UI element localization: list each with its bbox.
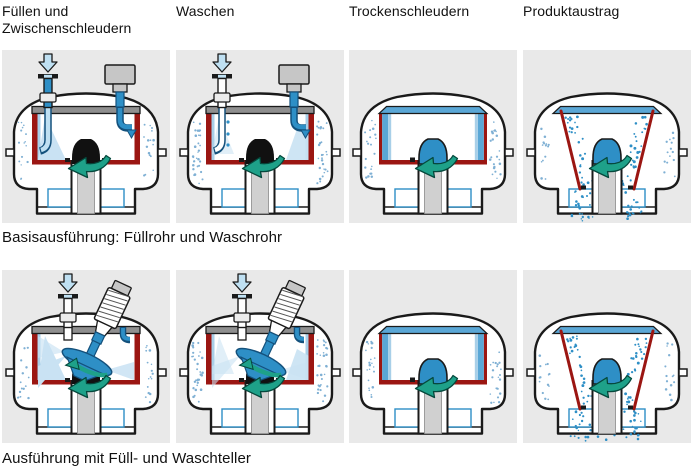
rotation-arrow-icon bbox=[588, 154, 633, 179]
wash-spray bbox=[286, 129, 309, 160]
discharge-chute bbox=[394, 188, 420, 208]
rotor-cone bbox=[592, 138, 622, 165]
basket-wall bbox=[32, 113, 38, 160]
panel-fuellen-teller bbox=[2, 270, 170, 443]
drum-lid bbox=[205, 325, 315, 335]
rotation-arrow-icon bbox=[414, 154, 459, 179]
basket-wall bbox=[308, 113, 314, 160]
caption-ausfuehrung-teller: Ausführung mit Füll- und Waschteller bbox=[2, 450, 251, 467]
discharge-chute bbox=[273, 408, 299, 428]
panel-produktaustrag-basis bbox=[523, 50, 691, 223]
liquid-droplets bbox=[364, 119, 502, 180]
liquid-droplets bbox=[16, 344, 154, 404]
liquid-droplets bbox=[191, 120, 329, 185]
tilted-basket-wall bbox=[632, 109, 655, 191]
basket-wall bbox=[483, 333, 487, 383]
discharge-chute bbox=[99, 188, 125, 208]
tilted-basket-wall bbox=[559, 109, 582, 191]
drum-lid bbox=[205, 105, 315, 115]
basket-wall bbox=[379, 333, 383, 383]
basket-wall bbox=[483, 113, 487, 163]
liquid-droplets bbox=[538, 342, 676, 402]
basket-wall bbox=[134, 113, 140, 160]
basket-wall bbox=[134, 333, 140, 380]
plate-rotation-arrow-icon bbox=[238, 357, 254, 371]
rotor-cone bbox=[592, 358, 622, 385]
rotor-cone bbox=[72, 139, 100, 164]
wash-nozzle bbox=[126, 129, 137, 140]
rotor-cone bbox=[418, 138, 448, 165]
basket-wall bbox=[206, 333, 212, 380]
liquid-droplets bbox=[17, 121, 155, 180]
column-header-produktaustrag: Produktaustrag bbox=[523, 3, 620, 19]
wash-nozzle bbox=[300, 129, 311, 140]
plate-motor bbox=[90, 279, 132, 345]
feed-arrow-icon bbox=[232, 273, 252, 293]
basket-wall bbox=[379, 113, 383, 163]
rotation-arrow-icon bbox=[588, 374, 633, 399]
column-header-waschen: Waschen bbox=[176, 3, 235, 19]
feed-arrow-icon bbox=[58, 273, 78, 293]
plate-motor bbox=[264, 279, 306, 345]
discharge-chute bbox=[47, 408, 73, 428]
product-stream bbox=[566, 335, 648, 442]
fill-pipe bbox=[38, 74, 58, 109]
panel-trockenschleudern-basis bbox=[349, 50, 517, 223]
panel-produktaustrag-teller bbox=[523, 270, 691, 443]
rotation-arrow-icon bbox=[241, 374, 286, 399]
wash-valve bbox=[104, 64, 136, 108]
product-cake bbox=[477, 113, 484, 163]
caption-basisausfuehrung: Basisausführung: Füllrohr und Waschrohr bbox=[2, 229, 283, 246]
plate-rotation-arrow-icon bbox=[64, 357, 80, 371]
panel-fuellen-basis bbox=[2, 50, 170, 223]
tilted-basket-wall bbox=[559, 329, 582, 411]
product-cake bbox=[382, 113, 389, 163]
discharge-chute bbox=[47, 188, 73, 208]
rotation-arrow-icon bbox=[241, 154, 286, 179]
discharge-chute bbox=[99, 408, 125, 428]
basket-wall bbox=[32, 333, 38, 380]
panel-trockenschleudern-teller bbox=[349, 270, 517, 443]
pipes-inside-drum bbox=[212, 107, 311, 155]
discharge-chute bbox=[394, 408, 420, 428]
column-header-trockenschleudern: Trockenschleudern bbox=[349, 3, 470, 19]
drum-lid bbox=[31, 105, 141, 115]
discharge-chute bbox=[446, 188, 472, 208]
rotation-arrow-icon bbox=[414, 374, 459, 399]
drum-lid bbox=[31, 325, 141, 335]
rotor-cone bbox=[418, 358, 448, 385]
product-cake bbox=[382, 333, 389, 383]
basket-wall bbox=[206, 113, 212, 160]
feed-arrow-icon bbox=[212, 53, 232, 73]
wash-plate bbox=[235, 332, 287, 382]
liquid-droplets bbox=[540, 127, 676, 180]
discharge-chute bbox=[446, 408, 472, 428]
panel-waschen-teller bbox=[176, 270, 344, 443]
liquid-droplets bbox=[365, 340, 502, 404]
rotation-arrow-icon bbox=[67, 374, 112, 399]
discharge-chute bbox=[221, 188, 247, 208]
basket-wall bbox=[308, 333, 314, 380]
wash-valve bbox=[278, 64, 310, 108]
discharge-chute bbox=[221, 408, 247, 428]
pipes-inside-drum bbox=[38, 107, 137, 155]
product-stream bbox=[564, 115, 648, 222]
fill-pipe bbox=[212, 74, 232, 109]
column-header-fuellen: Füllen und Zwischenschleudern bbox=[2, 3, 132, 37]
discharge-chute bbox=[620, 188, 646, 208]
feed-arrow-icon bbox=[38, 53, 58, 73]
fill-pipe bbox=[58, 294, 78, 329]
fill-pipe bbox=[232, 294, 252, 329]
rotation-arrow-icon bbox=[67, 154, 112, 179]
rotor-cone bbox=[246, 139, 274, 164]
discharge-chute bbox=[273, 188, 299, 208]
tilted-basket-wall bbox=[632, 329, 655, 411]
panel-waschen-basis bbox=[176, 50, 344, 223]
product-cake bbox=[477, 333, 484, 383]
liquid-droplets bbox=[191, 339, 329, 403]
